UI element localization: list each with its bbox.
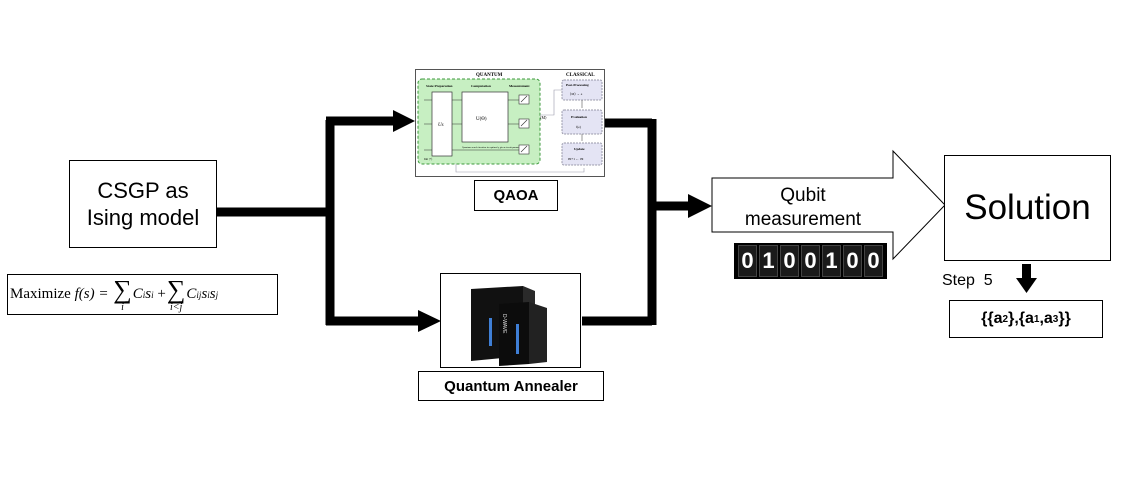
qaoa-u-theta-label: U(Θ) <box>476 117 487 122</box>
quantum-annealer-label: Quantum Annealer <box>418 371 604 401</box>
sum-symbol-2: ∑i<j <box>166 274 186 313</box>
bit-digit: 1 <box>822 245 841 277</box>
qaoa-init-label: Init |+⟩ <box>424 157 432 161</box>
formula-term2-var2: s <box>209 286 216 302</box>
formula-term1-coef: C <box>132 286 143 302</box>
sum-symbol-1: ∑i <box>113 274 132 313</box>
sum-2-index: i<j <box>169 301 183 313</box>
qaoa-quantum-title: QUANTUM <box>476 73 503 78</box>
annealer-blue-stripe <box>489 318 492 346</box>
bit-digit: 1 <box>759 245 778 277</box>
qaoa-m-label: ⟨M⟩ <box>540 115 547 120</box>
meter-needles <box>520 95 528 153</box>
qaoa-us-label: Us <box>438 123 444 128</box>
annealer-cabinet-front <box>499 302 529 366</box>
measurement-meters <box>518 94 530 155</box>
formula-term1-coef-sub: i <box>142 289 146 300</box>
qubit-measurement-text: Qubit measurement <box>712 180 894 236</box>
solution-box: Solution <box>944 155 1111 261</box>
bit-digit: 0 <box>864 245 883 277</box>
arrowhead-to-qubit <box>688 194 712 218</box>
quantum-annealer-image: D-WAVE <box>440 273 581 368</box>
qaoa-label: QAOA <box>474 180 558 211</box>
arrowhead-to-qaoa <box>393 110 415 132</box>
result-sub-2: 1 <box>1033 313 1040 325</box>
formula-term2-coef: C <box>186 286 197 302</box>
qaoa-search-note: Quantum search iteration for optimal γ g… <box>462 146 525 149</box>
qaoa-computation-label: Computation <box>471 84 491 88</box>
qubit-line-1: Qubit <box>780 185 826 206</box>
csgp-ising-model-box: CSGP as Ising model <box>69 160 217 248</box>
qaoa-evaluation: Evaluation <box>571 115 587 119</box>
classical-link <box>540 89 562 116</box>
qaoa-measurement-label: Measurement <box>509 84 530 88</box>
qaoa-post-formula: ⟨M⟩ → e <box>570 92 583 96</box>
result-sub-3: 3 <box>1052 313 1059 325</box>
qubit-line-2: measurement <box>744 209 862 230</box>
formula-term1-var-sub: i <box>151 289 154 300</box>
us-gate <box>431 91 453 157</box>
bit-digit: 0 <box>738 245 757 277</box>
bit-digit: 0 <box>801 245 820 277</box>
sum-1-index: i <box>121 301 124 313</box>
result-sub-1: 2 <box>1002 313 1009 325</box>
bit-digit: 0 <box>780 245 799 277</box>
result-part-4: }} <box>1058 310 1071 327</box>
u-theta-gate <box>461 91 509 143</box>
result-part-2: },{a <box>1008 310 1034 327</box>
formula-term1-var: s <box>145 286 152 302</box>
qaoa-state-prep-label: State Preparation <box>426 84 453 88</box>
step-label: Step 5 <box>942 272 993 289</box>
qaoa-update: Update <box>574 147 585 151</box>
step-down-arrow <box>1016 264 1037 293</box>
bit-digit: 0 <box>843 245 862 277</box>
formula-lhs: f(s) = <box>74 286 109 302</box>
formula-term2-var2-sub: j <box>215 289 219 300</box>
update-box <box>561 142 603 166</box>
qubit-measurement-big-arrow <box>711 149 946 261</box>
annealer-brand: D-WAVE <box>501 314 507 334</box>
qaoa-classical-title: CLASSICAL <box>566 73 595 78</box>
qaoa-eval-formula: f(e) <box>576 125 581 129</box>
csgp-line-2: Ising model <box>86 205 200 230</box>
formula-maximize: Maximize <box>10 286 71 302</box>
result-part-1: {{a <box>981 310 1003 327</box>
arrowhead-to-annealer <box>418 310 441 332</box>
feedback-loop <box>455 164 585 173</box>
result-part-3: ,a <box>1039 310 1053 327</box>
bitstring-display: 0 1 0 0 1 0 0 <box>734 243 887 279</box>
csgp-line-1: CSGP as <box>97 178 189 203</box>
annealer-blue-stripe-2 <box>516 324 519 354</box>
formula-plus: + <box>157 286 166 302</box>
evaluation-box <box>561 109 603 135</box>
qaoa-update-formula: Θt+1 ← Θt <box>568 157 584 161</box>
qaoa-schematic-figure: QUANTUM CLASSICAL State Preparation Comp… <box>415 69 605 177</box>
formula-term2-coef-sub: ij <box>196 289 202 300</box>
formula-term2-var1-sub: i <box>207 289 210 300</box>
formula-term2-var1: s <box>201 286 208 302</box>
qaoa-post-processing: Post-Processing <box>566 83 589 87</box>
csgp-to-branches-connector <box>217 116 690 326</box>
annealer-cabinet-front-side <box>529 302 547 364</box>
